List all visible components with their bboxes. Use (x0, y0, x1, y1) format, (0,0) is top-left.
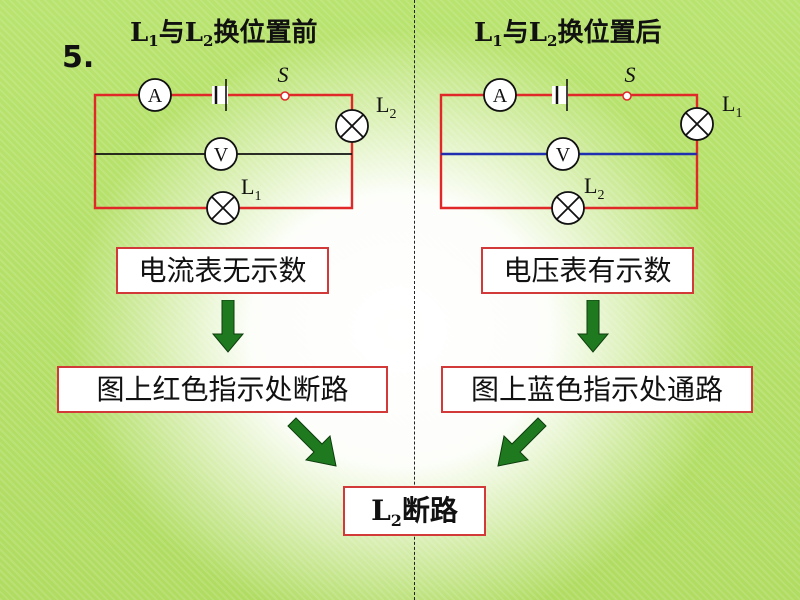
conclusion-text: 断路 (401, 494, 458, 527)
heading-l2-sub: 2 (203, 32, 214, 50)
down-arrow-icon (576, 300, 610, 353)
circuit-before-swap: A S V L2 L1 (93, 62, 396, 225)
heading-l2-letter: L (184, 18, 204, 48)
heading-l1-letter: L (130, 18, 149, 48)
switch-symbol: S (622, 62, 636, 101)
lamp-bottom-label: L2 (584, 173, 604, 203)
inference-box-right: 图上蓝色指示处通路 (441, 366, 753, 413)
heading-conj: 与 (158, 18, 185, 48)
battery-symbol (552, 79, 568, 111)
lamp-bottom-label: L1 (241, 174, 261, 204)
voltmeter-label: V (556, 144, 571, 166)
heading-tail: 换位置后 (557, 18, 662, 48)
voltmeter-symbol: V (546, 137, 580, 171)
center-divider (414, 0, 415, 600)
lamp-top-icon (335, 109, 369, 143)
circuit-after-swap: A S V L1 L2 (439, 62, 742, 225)
ammeter-symbol: A (483, 78, 517, 112)
heading-before-swap: L1与L2换位置前 (130, 16, 317, 58)
heading-l2-letter: L (528, 18, 548, 48)
lamp-top-label: L2 (376, 92, 396, 122)
heading-l1-sub: 1 (148, 32, 159, 50)
battery-symbol (212, 79, 228, 111)
switch-label: S (278, 62, 289, 87)
observation-box-left: 电流表无示数 (116, 247, 329, 294)
inference-box-left: 图上红色指示处断路 (57, 366, 388, 413)
diagonal-arrow-icon (287, 417, 337, 467)
ammeter-label: A (148, 85, 163, 107)
switch-label: S (625, 62, 636, 87)
switch-symbol: S (278, 62, 290, 101)
down-arrow-icon (211, 300, 245, 353)
heading-tail: 换位置前 (213, 18, 318, 48)
conclusion-sub: 2 (390, 511, 402, 530)
problem-number: 5. (62, 40, 95, 75)
diagonal-arrow-icon (497, 417, 547, 467)
heading-l1-letter: L (474, 18, 493, 48)
lamp-bottom-icon (206, 191, 240, 225)
lamp-top-icon (680, 107, 714, 141)
voltmeter-symbol: V (204, 137, 238, 171)
conclusion-box: L2断路 (343, 486, 486, 536)
heading-conj: 与 (502, 18, 529, 48)
ammeter-label: A (493, 85, 508, 107)
heading-l1-sub: 1 (492, 32, 503, 50)
lamp-top-label: L1 (722, 91, 742, 121)
heading-l2-sub: 2 (547, 32, 558, 50)
heading-after-swap: L1与L2换位置后 (474, 16, 661, 58)
voltmeter-label: V (214, 144, 229, 166)
lamp-bottom-icon (551, 191, 585, 225)
observation-box-right: 电压表有示数 (481, 247, 694, 294)
conclusion-letter: L (371, 494, 391, 527)
ammeter-symbol: A (138, 78, 172, 112)
